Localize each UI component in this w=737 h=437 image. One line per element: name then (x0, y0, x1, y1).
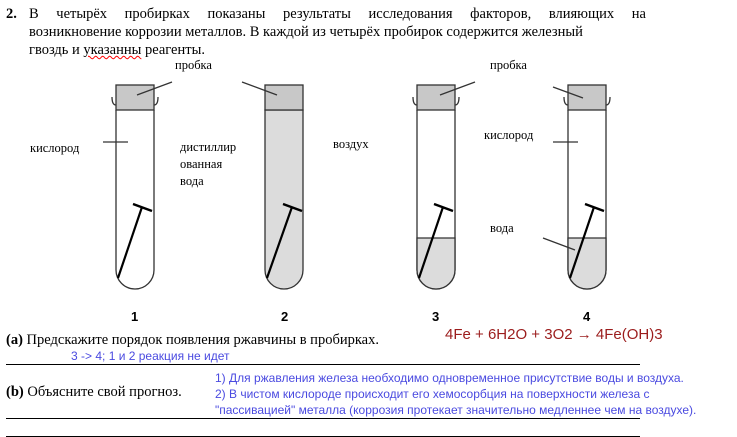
question-line-2: возникновение коррозии металлов. В каждо… (29, 24, 583, 40)
part-b-answer[interactable]: 1) Для ржавления железа необходимо однов… (215, 370, 696, 418)
part-a-question: (a) Предскажите порядок появления ржавчи… (6, 331, 379, 350)
nail-1 (116, 206, 144, 279)
test-tubes-diagram (103, 81, 611, 290)
test-tube-1 (103, 81, 173, 290)
tube-number-2: 2 (281, 309, 289, 324)
misspelled-word: указанны (83, 42, 142, 58)
test-tube-4 (542, 84, 611, 290)
part-label: (a) (6, 332, 23, 348)
answer-line-3: "пассивацией" металла (коррозия протекае… (215, 403, 697, 417)
answer-line (6, 364, 640, 365)
question-line-1: В четырёх пробирках показаны результаты … (29, 6, 646, 22)
test-tube-2 (241, 81, 304, 290)
air-label: воздух (333, 137, 369, 151)
oxygen-label-4: кислород (484, 128, 534, 142)
text: ованная (180, 157, 223, 171)
nail-3 (417, 206, 445, 279)
test-tube-3 (412, 81, 476, 290)
answer-line-1: 1) Для ржавления железа необходимо однов… (215, 371, 684, 385)
answer-line (6, 418, 640, 419)
question-line-3: гвоздь и указанны реагенты. (29, 41, 205, 60)
question-number: 2. (6, 6, 17, 22)
tube-number-4: 4 (583, 309, 591, 324)
stopper-label-left: пробка (175, 58, 212, 72)
tube-number-3: 3 (432, 309, 440, 324)
text: реагенты. (141, 42, 205, 58)
answer-line-2: 2) В чистом кислороде происходит его хем… (215, 387, 650, 401)
stopper-label-right: пробка (490, 58, 527, 72)
tube-number-1: 1 (131, 309, 139, 324)
text: дистиллир (180, 140, 237, 154)
nail-4 (568, 206, 596, 279)
text: вода (180, 174, 204, 188)
part-b-question: (b) Объясните свой прогноз. (6, 383, 182, 402)
water-label: вода (490, 221, 514, 235)
distilled-water-label: дистиллир ованная вода (180, 139, 236, 190)
text: Объясните свой прогноз. (27, 384, 182, 400)
oxygen-label-1: кислород (30, 141, 80, 155)
reaction-equation: 4Fe + 6H2O + 3O2 → 4Fe(OH)3 (445, 326, 663, 343)
text: гвоздь и (29, 42, 84, 58)
nail-2 (265, 206, 294, 279)
text: Предскажите порядок появления ржавчины в… (26, 332, 379, 348)
part-label: (b) (6, 384, 24, 400)
part-a-answer[interactable]: 3 -> 4; 1 и 2 реакция не идет (71, 349, 230, 363)
